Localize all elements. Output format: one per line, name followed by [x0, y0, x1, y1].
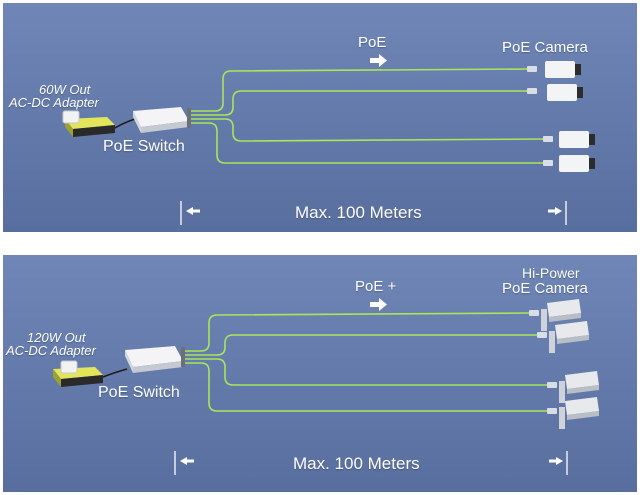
switch-label: PoE Switch [98, 384, 180, 401]
poe-plus-standard-label: PoE + [355, 278, 397, 295]
poe-plus-topology-graphic [53, 298, 599, 475]
ac-dc-adapter-icon [53, 360, 103, 387]
poe-switch-icon [133, 107, 191, 133]
poe-standard-label: PoE [358, 34, 387, 51]
cable-connectors [529, 310, 557, 414]
left-arrow-bar-icon [180, 201, 200, 225]
bullet-camera-icon [549, 321, 589, 353]
poe-camera-icon [559, 155, 595, 172]
power-cable [102, 368, 128, 378]
right-arrow-icon [370, 54, 387, 67]
adapter-power-label: 60W Out [39, 82, 91, 97]
poe-plus-diagram-panel: PoE + Hi-Power PoE Camera 120W Out AC-DC… [3, 255, 637, 492]
adapter-power-label: 120W Out [27, 330, 86, 345]
camera-label: PoE Camera [502, 39, 588, 56]
poe-switch-icon [125, 346, 185, 373]
network-cables [191, 68, 548, 164]
camera-label-line1: Hi-Power [522, 265, 580, 281]
distance-label: Max. 100 Meters [295, 203, 422, 222]
poe-topology-graphic [62, 54, 595, 225]
right-arrow-bar-icon [549, 451, 568, 475]
poe-camera-icon [559, 131, 595, 148]
network-cables [185, 312, 549, 412]
power-cable [114, 118, 136, 129]
bullet-camera-icon [559, 397, 599, 429]
distance-label: Max. 100 Meters [293, 454, 420, 473]
cable-connectors [527, 66, 553, 166]
bullet-camera-icon [541, 299, 581, 331]
right-arrow-icon [370, 298, 387, 311]
left-arrow-bar-icon [174, 451, 194, 475]
bullet-camera-icon [559, 371, 599, 403]
ac-dc-adapter-icon [62, 110, 115, 137]
adapter-type-label: AC-DC Adapter [9, 95, 99, 110]
right-arrow-bar-icon [548, 201, 567, 225]
switch-label: PoE Switch [103, 138, 185, 155]
camera-label-line2: PoE Camera [502, 280, 588, 297]
poe-camera-icon [547, 84, 583, 101]
adapter-type-label: AC-DC Adapter [6, 343, 96, 358]
poe-diagram-panel: PoE PoE Camera 60W Out AC-DC Adapter PoE… [3, 3, 637, 232]
poe-camera-icon [545, 61, 581, 78]
